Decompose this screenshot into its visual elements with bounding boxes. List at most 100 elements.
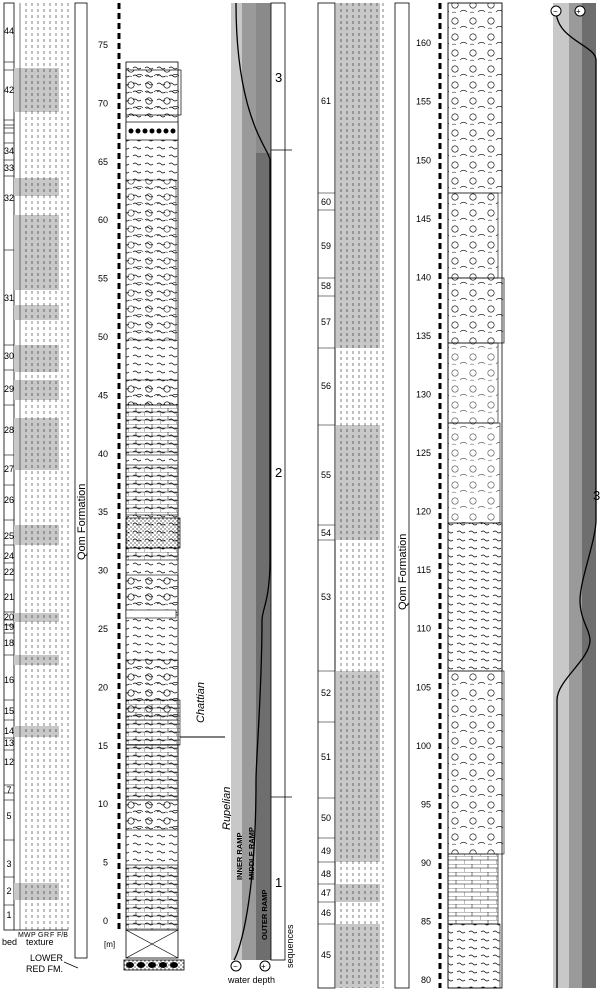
right-texture-bar (335, 210, 380, 278)
left-bed-label-2: 2 (6, 886, 11, 896)
left-meter-tick-55: 55 (98, 274, 108, 284)
right-bed-label-59: 59 (321, 241, 331, 251)
left-meter-tick-45: 45 (98, 390, 108, 400)
texture-code-P: P (31, 932, 36, 939)
left-bed-label-7: 7 (6, 785, 11, 795)
right-bed-label-49: 49 (321, 846, 331, 856)
left-meter-tick-5: 5 (103, 858, 108, 868)
water-depth-minus-left: − (233, 962, 238, 971)
lower-red-fm-label-2: RED FM. (26, 964, 63, 974)
water-depth-plus-right: + (576, 7, 581, 16)
left-texture-bar (14, 305, 59, 320)
right-meter-tick-80: 80 (421, 975, 431, 985)
left-texture-grid-lines (19, 3, 69, 930)
left-meter-tick-65: 65 (98, 157, 108, 167)
left-texture-bar (14, 726, 59, 737)
right-bed-label-56: 56 (321, 381, 331, 391)
ramp-label-outer: OUTER RAMP (260, 890, 269, 940)
right-lithology-column (447, 2, 505, 989)
water-depth-minus-right: − (553, 7, 558, 16)
right-bed-label-61: 61 (321, 96, 331, 106)
left-bed-label-18: 18 (4, 638, 14, 648)
left-texture-bar (14, 883, 59, 900)
left-bed-label-34: 34 (4, 146, 14, 156)
right-meter-ticks: 1601551501451401351301251201151101051009… (416, 38, 431, 985)
right-meter-tick-85: 85 (421, 917, 431, 927)
left-meter-tick-30: 30 (98, 566, 108, 576)
left-sequence-column: 3 2 1 sequences (270, 2, 295, 968)
right-meter-tick-90: 90 (421, 858, 431, 868)
right-meter-tick-110: 110 (417, 624, 431, 634)
right-bed-label-55: 55 (321, 470, 331, 480)
left-texture-bar (14, 380, 59, 400)
texture-code-M: M (18, 932, 24, 939)
texture-code-W: W (24, 932, 31, 939)
left-bed-label-14: 14 (4, 726, 14, 736)
left-bed-label-21: 21 (4, 592, 14, 602)
right-bed-tick-lines (318, 192, 335, 925)
left-meter-tick-40: 40 (98, 449, 108, 459)
right-meter-tick-160: 160 (416, 38, 431, 48)
right-texture-bar (335, 924, 380, 988)
left-meter-tick-35: 35 (98, 507, 108, 517)
right-meter-scale: 1601551501451401351301251201151101051009… (416, 3, 442, 988)
right-formation-column: Qom Formation (394, 2, 410, 989)
right-meter-tick-135: 135 (416, 331, 431, 341)
right-texture-bar (335, 193, 380, 210)
left-bed-label-30: 30 (4, 351, 14, 361)
left-formation-column: Qom Formation LOWER RED FM. (26, 2, 88, 974)
right-texture-chart (334, 3, 384, 988)
right-bed-label-48: 48 (321, 869, 331, 879)
left-bed-label-27: 27 (4, 464, 14, 474)
right-texture-bar (335, 425, 380, 540)
right-texture-bar (335, 296, 380, 348)
right-bed-label-54: 54 (321, 528, 331, 538)
right-meter-tick-105: 105 (416, 682, 431, 692)
texture-code-F: F (50, 932, 54, 939)
left-bed-label-44: 44 (4, 26, 14, 36)
right-bed-label-60: 60 (321, 197, 331, 207)
sequences-label: sequences (285, 924, 295, 968)
left-formation-label: Qom Formation (76, 484, 88, 560)
left-bed-label-5: 5 (6, 811, 11, 821)
left-bed-label-26: 26 (4, 495, 14, 505)
texture-code-F-B: F/B (57, 932, 68, 939)
left-meter-tick-15: 15 (98, 741, 108, 751)
right-meter-tick-115: 115 (417, 565, 431, 575)
right-texture-bar (335, 3, 380, 193)
left-bed-label-3: 3 (6, 859, 11, 869)
left-bed-label-28: 28 (4, 425, 14, 435)
right-bed-label-53: 53 (321, 592, 331, 602)
left-meter-unit: [m] (104, 940, 115, 949)
left-texture-bar (14, 68, 59, 112)
right-bed-label-51: 51 (321, 752, 331, 762)
left-texture-bar (14, 215, 59, 290)
left-texture-bar (14, 418, 59, 470)
right-meter-tick-95: 95 (421, 799, 431, 809)
left-bed-label-1: 1 (6, 910, 11, 920)
left-texture-bar (14, 178, 59, 196)
left-meter-tick-25: 25 (98, 624, 108, 634)
rupelian-label: Rupelian (221, 787, 233, 830)
left-bed-labels: 4442343332313029282726252422212019181615… (4, 26, 14, 920)
right-bed-label-57: 57 (321, 317, 331, 327)
right-meter-tick-130: 130 (416, 390, 431, 400)
left-bed-label-13: 13 (4, 738, 14, 748)
bed-axis-label: bed (2, 937, 17, 947)
right-texture-grid-lines (334, 3, 384, 988)
left-lithology-column: Chattian Rupelian (123, 61, 233, 971)
left-bed-label-32: 32 (4, 193, 14, 203)
left-meter-tick-10: 10 (98, 799, 108, 809)
right-bed-label-50: 50 (321, 813, 331, 823)
right-meter-tick-145: 145 (416, 214, 431, 224)
left-bed-label-20: 20 (4, 612, 14, 622)
left-bed-tick-lines (4, 61, 14, 906)
left-meter-tick-50: 50 (98, 332, 108, 342)
left-meter-tick-70: 70 (98, 98, 108, 108)
